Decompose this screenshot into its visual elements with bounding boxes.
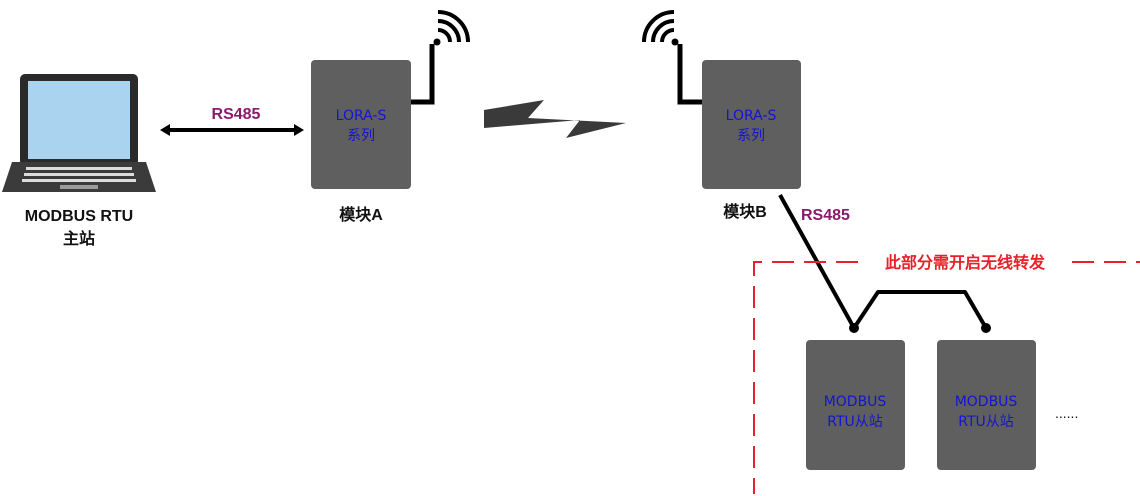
slave-1-label-line2: RTU从站	[827, 414, 883, 430]
module-b-box	[702, 60, 801, 189]
slave-box-1	[806, 340, 905, 470]
slave-2-label-line2: RTU从站	[958, 414, 1014, 430]
module-b-caption: 模块B	[723, 202, 767, 221]
slave-box-2	[937, 340, 1036, 470]
antenna-a	[410, 10, 470, 105]
module-a-caption: 模块A	[339, 205, 383, 224]
arrow-left-icon	[160, 124, 170, 136]
rs485-label-b: RS485	[801, 207, 850, 224]
module-a-box	[311, 60, 411, 189]
wifi-signal-icon-b	[660, 28, 675, 43]
more-slaves-ellipsis: ......	[1055, 405, 1078, 421]
forwarding-zone-label: 此部分需开启无线转发	[885, 253, 1046, 272]
laptop-icon	[2, 74, 156, 192]
slave-2-label-line1: MODBUS	[955, 394, 1018, 410]
bus-node-2	[981, 323, 991, 333]
master-label-line2: 主站	[63, 229, 95, 248]
rs485-bus-line	[778, 194, 988, 330]
module-a-label-line2: 系列	[347, 128, 375, 144]
bus-node-1	[849, 323, 859, 333]
wifi-signal-icon-a	[437, 28, 452, 43]
antenna-b	[642, 10, 702, 105]
arrow-right-icon	[294, 124, 304, 136]
module-b-label-line2: 系列	[737, 128, 765, 144]
module-a-label-line1: LORA-S	[336, 108, 387, 124]
wireless-bolt-icon	[484, 100, 626, 138]
forwarding-zone-border	[753, 261, 1140, 494]
module-b-label-line1: LORA-S	[726, 108, 777, 124]
slave-1-label-line1: MODBUS	[824, 394, 887, 410]
rs485-label-a: RS485	[212, 106, 261, 123]
master-label-line1: MODBUS RTU	[25, 208, 133, 225]
